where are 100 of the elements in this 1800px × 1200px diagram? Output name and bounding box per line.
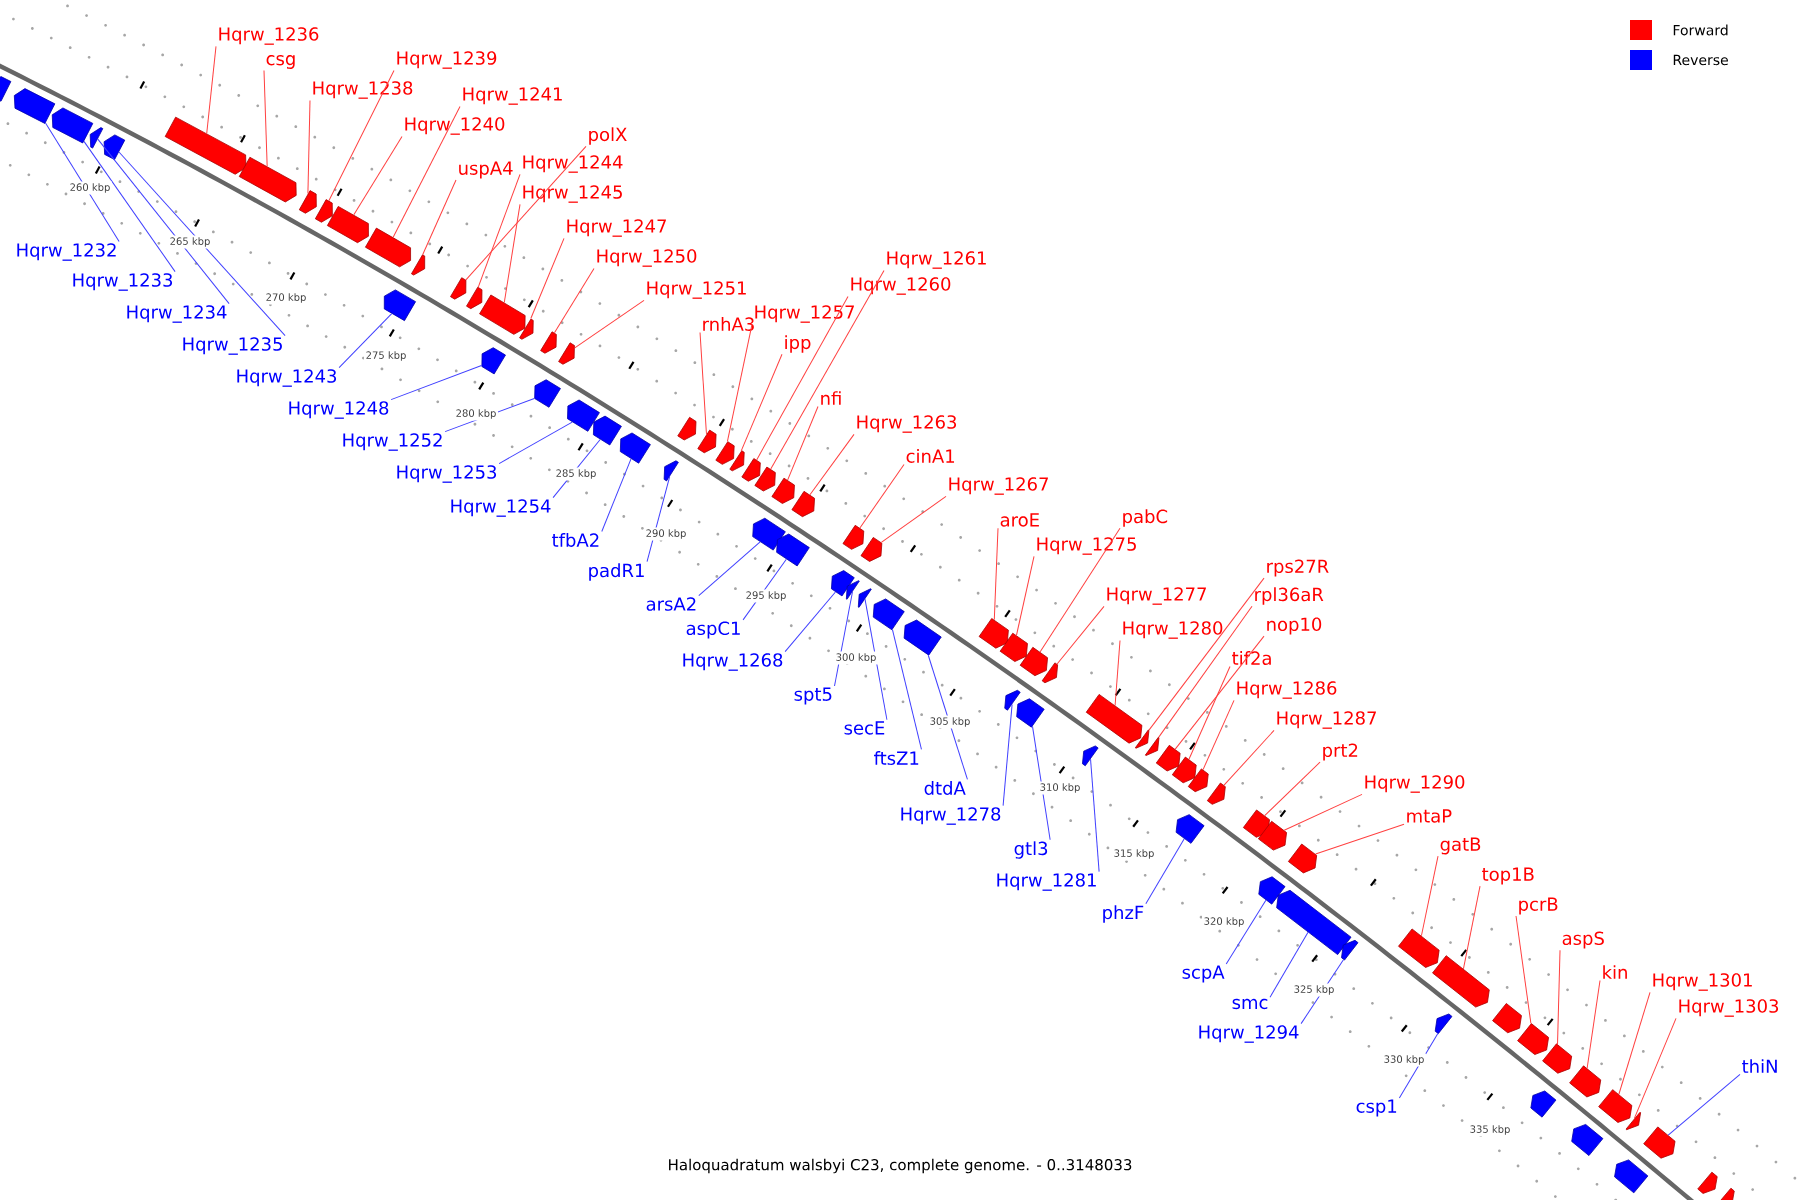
gene-label: Hqrw_1286 bbox=[1237, 681, 1337, 699]
gene-block bbox=[1643, 1126, 1676, 1159]
gene-label: rps27R bbox=[1267, 559, 1329, 577]
gene-label: nop10 bbox=[1267, 617, 1322, 635]
leader-line bbox=[1420, 855, 1439, 937]
leader-line bbox=[118, 151, 286, 337]
gene-block bbox=[89, 127, 104, 149]
leader-line bbox=[770, 269, 885, 470]
gene-block bbox=[1134, 729, 1150, 749]
leader-line bbox=[1586, 979, 1601, 1069]
gene-label: aroE bbox=[1000, 513, 1039, 527]
leader-line bbox=[307, 99, 311, 195]
leader-line bbox=[97, 138, 230, 305]
gene-label: Hqrw_1236 bbox=[219, 27, 319, 45]
gene-block bbox=[1542, 1043, 1573, 1074]
gene-label: Hqrw_1260 bbox=[851, 277, 951, 295]
leader-line bbox=[601, 458, 632, 532]
gene-label: Hqrw_1278 bbox=[901, 807, 1001, 825]
gene-label: Hqrw_1238 bbox=[313, 81, 413, 99]
gene-block bbox=[752, 517, 786, 551]
leader-line bbox=[1633, 1017, 1677, 1119]
gene-label: aspS bbox=[1562, 931, 1604, 949]
gene-label: phzF bbox=[1103, 905, 1144, 923]
gene-label: Hqrw_1301 bbox=[1653, 973, 1752, 991]
gene-label: rnhA3 bbox=[703, 317, 754, 331]
gene-label: Hqrw_1261 bbox=[887, 251, 986, 269]
leader-line bbox=[444, 397, 535, 433]
gene-block bbox=[715, 441, 735, 465]
gene-block bbox=[1144, 736, 1160, 756]
gene-label: cinA1 bbox=[906, 449, 954, 463]
gene-label: rpl36aR bbox=[1255, 587, 1324, 605]
leader-line bbox=[809, 433, 855, 496]
leader-line bbox=[859, 464, 905, 529]
gene-block bbox=[663, 460, 679, 482]
leader-line bbox=[1002, 703, 1013, 807]
gene-block bbox=[1206, 782, 1226, 805]
gene-label: Hqrw_1233 bbox=[73, 273, 173, 291]
gene-block bbox=[1004, 689, 1021, 711]
leader-line bbox=[1056, 605, 1105, 665]
gene-label: Hqrw_1244 bbox=[523, 155, 623, 173]
gene-block bbox=[593, 415, 622, 446]
leader-line bbox=[206, 45, 217, 134]
leader-line bbox=[787, 405, 819, 481]
gene-block bbox=[845, 580, 860, 600]
gene-label: Hqrw_1235 bbox=[183, 337, 282, 355]
gene-block bbox=[619, 432, 651, 464]
leader-line bbox=[390, 364, 482, 401]
gene-block bbox=[466, 286, 483, 310]
gene-block bbox=[1492, 1003, 1522, 1034]
gene-label: nfi bbox=[821, 391, 841, 405]
gene-label: tif2a bbox=[1232, 651, 1271, 665]
gene-label: Hqrw_1232 bbox=[17, 243, 116, 261]
gene-block bbox=[860, 537, 883, 562]
gene-block bbox=[842, 524, 865, 550]
leader-line bbox=[1300, 959, 1344, 1025]
gene-block bbox=[1614, 1159, 1649, 1194]
gene-label: Hqrw_1267 bbox=[949, 477, 1048, 495]
gene-block bbox=[1517, 1023, 1549, 1055]
leader-line bbox=[834, 591, 853, 687]
leader-line bbox=[699, 332, 707, 435]
gene-block bbox=[1041, 662, 1059, 684]
gene-block bbox=[1434, 1013, 1453, 1035]
gene-block bbox=[1171, 756, 1197, 784]
leader-line bbox=[1667, 1073, 1741, 1136]
gene-block bbox=[1016, 698, 1045, 728]
leader-line bbox=[263, 70, 268, 167]
gene-label: Hqrw_1303 bbox=[1679, 999, 1779, 1017]
gene-block bbox=[519, 318, 534, 340]
gene-block bbox=[326, 206, 369, 244]
leader-line bbox=[1090, 758, 1100, 873]
gene-block bbox=[13, 88, 56, 124]
gene-block bbox=[776, 533, 810, 567]
gene-label: uspA4 bbox=[459, 161, 513, 179]
leader-line bbox=[1188, 666, 1231, 760]
gene-block bbox=[481, 347, 506, 375]
gene-block bbox=[771, 477, 795, 504]
gene-block bbox=[1530, 1090, 1557, 1118]
leader-line bbox=[1039, 527, 1121, 653]
gene-block bbox=[1082, 745, 1099, 767]
leader-line bbox=[726, 323, 753, 442]
leader-line bbox=[1202, 699, 1235, 771]
gene-block bbox=[1571, 1124, 1604, 1156]
leader-line bbox=[498, 421, 573, 465]
gene-block bbox=[831, 570, 855, 597]
gene-block bbox=[754, 466, 776, 492]
gene-block bbox=[1175, 814, 1205, 844]
gene-label: ftsZ1 bbox=[874, 751, 919, 765]
gene-block bbox=[450, 277, 467, 300]
gene-block bbox=[857, 588, 872, 608]
gene-block bbox=[558, 342, 575, 365]
gene-label: Hqrw_1275 bbox=[1037, 537, 1136, 555]
gene-block bbox=[314, 199, 333, 223]
gene-block bbox=[1569, 1065, 1602, 1098]
leader-line bbox=[1462, 885, 1481, 970]
leader-line bbox=[1032, 725, 1051, 841]
gene-label: Hqrw_1234 bbox=[127, 305, 227, 323]
gene-label: Hqrw_1251 bbox=[647, 281, 746, 299]
leader-line bbox=[1557, 949, 1561, 1045]
gene-block bbox=[51, 107, 94, 144]
gene-label: gatB bbox=[1440, 837, 1481, 855]
